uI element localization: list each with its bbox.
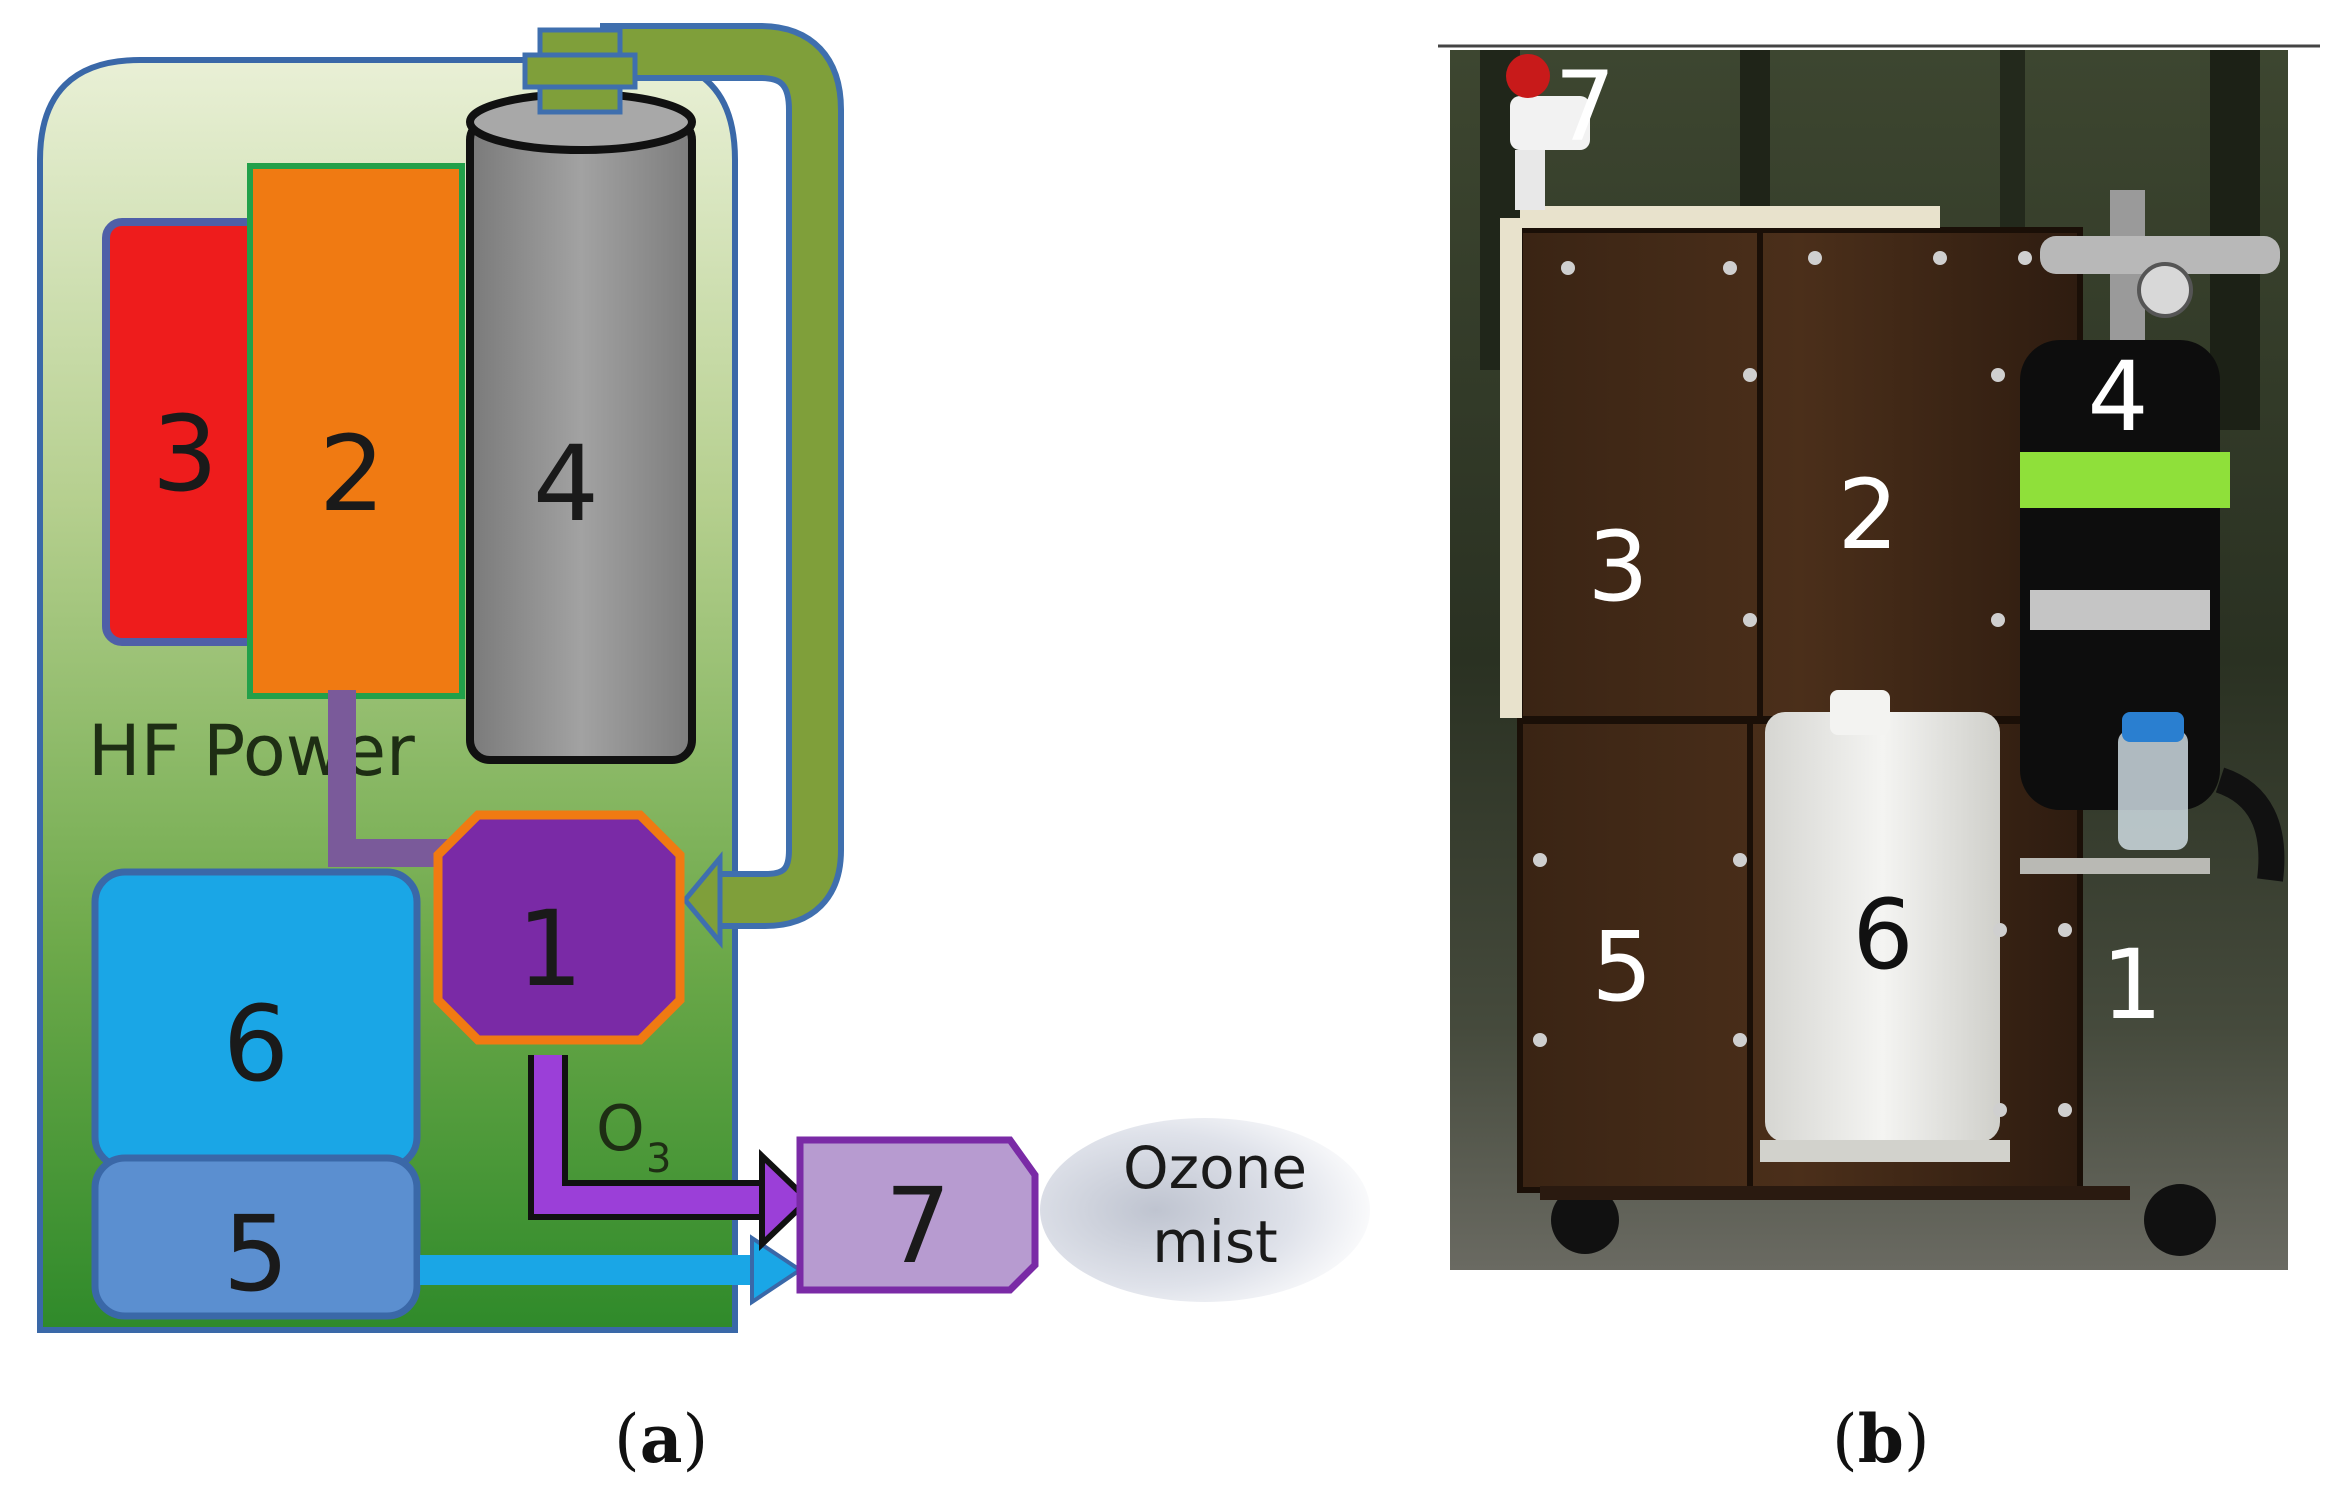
hf-power-label: HF Power xyxy=(88,710,415,792)
photo-label-6: 6 xyxy=(1852,879,1913,991)
ozone-mist-label-line1: Ozone xyxy=(1123,1134,1307,1202)
ozone-line-arrowhead xyxy=(759,1148,813,1252)
module-6-label: 6 xyxy=(223,983,289,1105)
caption-b: (b) xyxy=(1832,1400,1930,1478)
power-line xyxy=(328,690,450,867)
water-line-arrowhead xyxy=(750,1234,804,1306)
caption-a-letter: a xyxy=(639,1400,683,1478)
ozone-mist-cloud xyxy=(1040,1118,1370,1302)
caption-b-close: ) xyxy=(1903,1401,1930,1478)
fitting-7 xyxy=(1510,96,1590,150)
photo-label-1: 1 xyxy=(2101,929,2162,1041)
module-5-box xyxy=(91,1154,421,1320)
caption-a: (a) xyxy=(614,1400,708,1478)
photo-label-7: 7 xyxy=(1554,51,1615,163)
schematic-diagram: 3 2 4 HF Power 1 6 5 O 3 7 Ozone mist xyxy=(37,23,1370,1333)
caption-a-open: ( xyxy=(614,1401,640,1478)
module-4-label: 4 xyxy=(533,423,599,545)
photo-label-4: 4 xyxy=(2087,341,2148,453)
caption-a-close: ) xyxy=(682,1401,709,1478)
return-pipe-arrowhead xyxy=(681,851,723,949)
module-1-box xyxy=(433,810,685,1045)
water-tank-6 xyxy=(1765,712,2000,1142)
module-7-box xyxy=(796,1136,1039,1294)
photo-panel-b: 7 4 3 2 5 6 1 xyxy=(1420,0,2332,1400)
schematic-panel-a: 3 2 4 HF Power 1 6 5 O 3 7 Ozone mist xyxy=(37,23,1370,1333)
module-1-label: 1 xyxy=(517,888,583,1010)
ozone-subscript: 3 xyxy=(646,1136,671,1182)
module-2-label: 2 xyxy=(319,413,385,535)
device-photo: 7 4 3 2 5 6 1 xyxy=(1438,44,2320,1270)
ozone-mist-label-line2: mist xyxy=(1152,1208,1278,1276)
photo-label-5: 5 xyxy=(1591,911,1652,1023)
module-2-box xyxy=(247,163,465,699)
module-3-label: 3 xyxy=(152,393,218,515)
ozone-symbol: O xyxy=(596,1092,645,1165)
caption-b-open: ( xyxy=(1832,1401,1858,1478)
module-5-label: 5 xyxy=(223,1193,289,1315)
photo-label-2: 2 xyxy=(1837,459,1898,571)
caption-b-letter: b xyxy=(1857,1400,1904,1478)
module-7-label: 7 xyxy=(885,1165,951,1287)
photo-label-3: 3 xyxy=(1587,511,1648,623)
